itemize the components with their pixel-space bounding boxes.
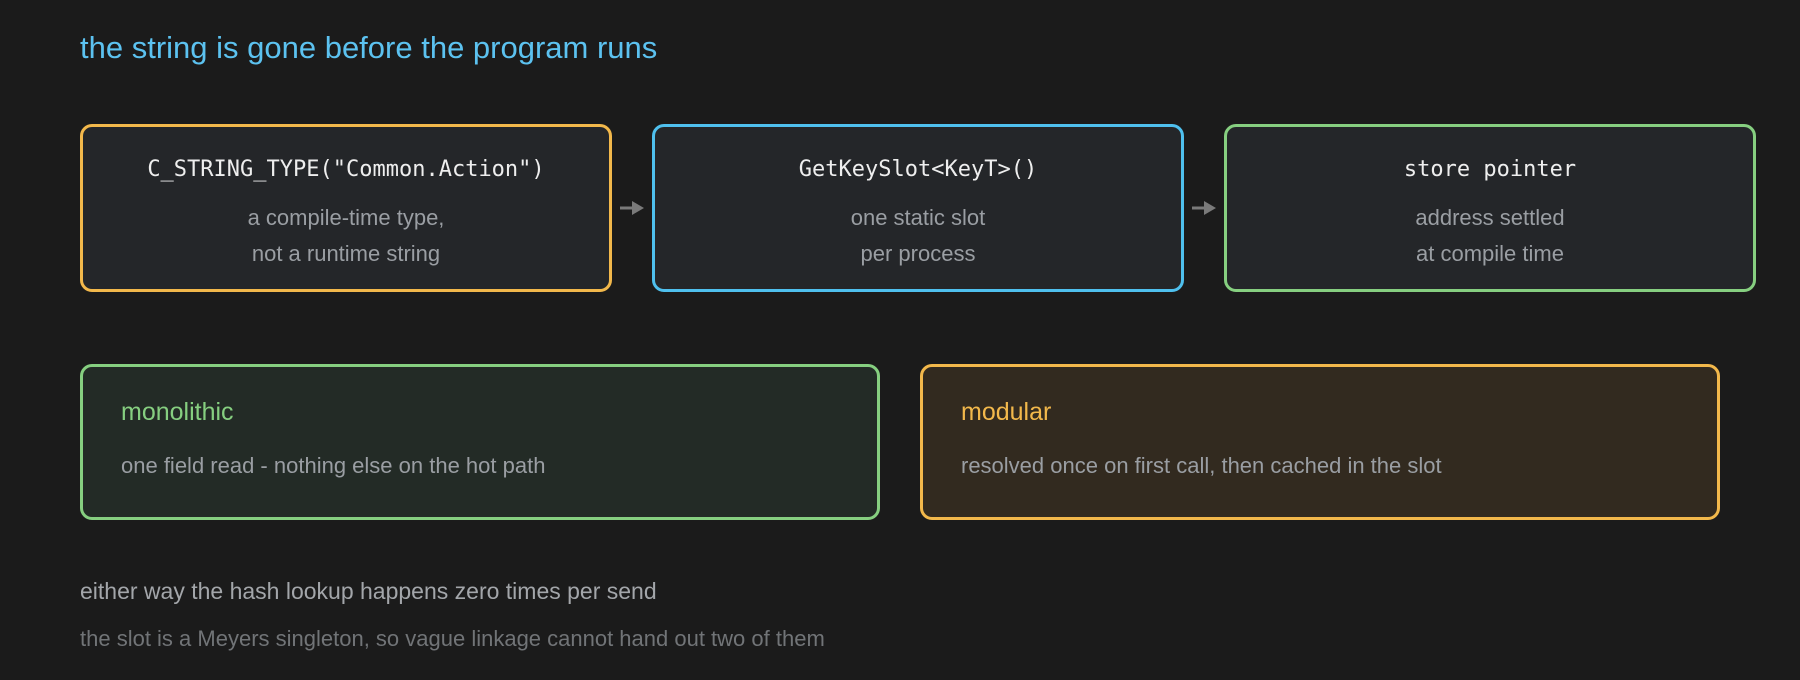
- step-box-store-pointer: store pointer address settled at compile…: [1224, 124, 1756, 292]
- step-desc-line: not a runtime string: [251, 241, 441, 266]
- footer-note: the slot is a Meyers singleton, so vague…: [80, 626, 825, 651]
- mode-box-modular: modular resolved once on first call, the…: [920, 364, 1720, 520]
- step-desc-line: per process: [860, 241, 976, 266]
- step-desc-line: a compile-time type,: [247, 205, 445, 230]
- step-desc-line: address settled: [1415, 205, 1565, 230]
- mode-desc: one field read - nothing else on the hot…: [121, 453, 546, 478]
- step-desc-line: one static slot: [850, 205, 986, 230]
- step-box-key-slot: GetKeySlot<KeyT>() one static slot per p…: [652, 124, 1184, 292]
- step-code: GetKeySlot<KeyT>(): [798, 157, 1038, 182]
- diagram-title: the string is gone before the program ru…: [80, 30, 658, 65]
- step-desc-line: at compile time: [1416, 241, 1564, 266]
- step-code: store pointer: [1403, 157, 1577, 182]
- mode-box-monolithic: monolithic one field read - nothing else…: [80, 364, 880, 520]
- mode-desc: resolved once on first call, then cached…: [961, 453, 1442, 478]
- arrow-right-icon: [1192, 201, 1216, 215]
- footer-summary: either way the hash lookup happens zero …: [80, 578, 657, 604]
- mode-title: monolithic: [121, 398, 234, 426]
- arrow-right-icon: [620, 201, 644, 215]
- step-code: C_STRING_TYPE("Common.Action"): [147, 157, 545, 182]
- mode-title: modular: [961, 398, 1052, 426]
- step-box-string-type: C_STRING_TYPE("Common.Action") a compile…: [80, 124, 612, 292]
